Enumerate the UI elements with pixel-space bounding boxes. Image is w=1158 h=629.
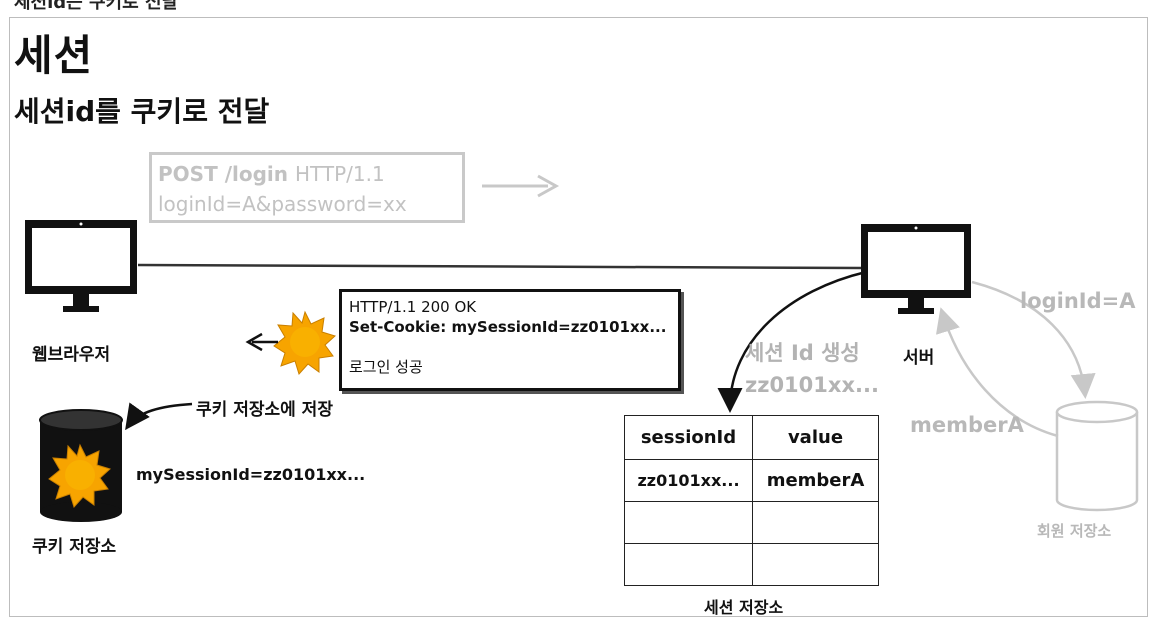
- table-row: [624, 501, 879, 544]
- member-store-cylinder-icon: [1055, 400, 1139, 512]
- member-label: memberA: [910, 413, 1024, 437]
- table-row: zz0101xx... memberA: [624, 459, 879, 502]
- table-cell: [752, 543, 879, 586]
- table-cell: [624, 501, 753, 544]
- request-arrow: [482, 174, 560, 198]
- session-store-table: sessionId value zz0101xx... memberA: [624, 415, 879, 586]
- session-create-label: 세션 Id 생성 zz0101xx...: [745, 341, 879, 397]
- session-store-label: 세션 저장소: [704, 598, 784, 617]
- cookie-store-label: 쿠키 저장소: [32, 537, 117, 557]
- table-row: [624, 543, 879, 586]
- breadcrumb: 세션id는 쿠키로 전달: [14, 0, 179, 13]
- http-response-box: HTTP/1.1 200 OK Set-Cookie: mySessionId=…: [339, 289, 681, 391]
- table-header-cell: value: [752, 415, 879, 460]
- table-header-row: sessionId value: [624, 415, 879, 460]
- request-body: loginId=A&password=xx: [158, 192, 407, 216]
- table-header-cell: sessionId: [624, 415, 753, 460]
- member-store-label: 회원 저장소: [1037, 522, 1112, 540]
- cookie-to-browser-arrow: [245, 332, 278, 352]
- response-set-cookie: Set-Cookie: mySessionId=zz0101xx...: [349, 318, 667, 336]
- page-subtitle: 세션id를 쿠키로 전달: [14, 95, 270, 128]
- connection-line: [137, 263, 863, 270]
- login-id-arrow: [971, 280, 1096, 399]
- cookie-store-cylinder-icon: [39, 409, 123, 522]
- browser-monitor-icon: [25, 220, 137, 312]
- store-cookie-label: 쿠키 저장소에 저장: [196, 400, 333, 420]
- server-to-session-arrow: [717, 270, 867, 413]
- server-label: 서버: [903, 348, 935, 368]
- response-body: 로그인 성공: [349, 358, 423, 376]
- response-status-line: HTTP/1.1 200 OK: [349, 298, 477, 316]
- server-monitor-icon: [861, 224, 971, 314]
- page-title: 세션: [14, 31, 94, 80]
- member-return-arrow: [935, 307, 1059, 438]
- table-cell: [624, 543, 753, 586]
- table-cell: zz0101xx...: [624, 459, 753, 502]
- request-line: POST /login HTTP/1.1: [158, 162, 385, 186]
- slide-frame: [9, 17, 1148, 617]
- table-cell: memberA: [752, 459, 879, 502]
- browser-label: 웹브라우저: [32, 345, 111, 365]
- cookie-value-label: mySessionId=zz0101xx...: [136, 465, 366, 484]
- store-cookie-arrow: [125, 402, 193, 431]
- cookie-icon: [273, 310, 336, 375]
- login-id-label: loginId=A: [1020, 289, 1136, 313]
- table-cell: [752, 501, 879, 544]
- http-request-box: POST /login HTTP/1.1 loginId=A&password=…: [149, 152, 465, 223]
